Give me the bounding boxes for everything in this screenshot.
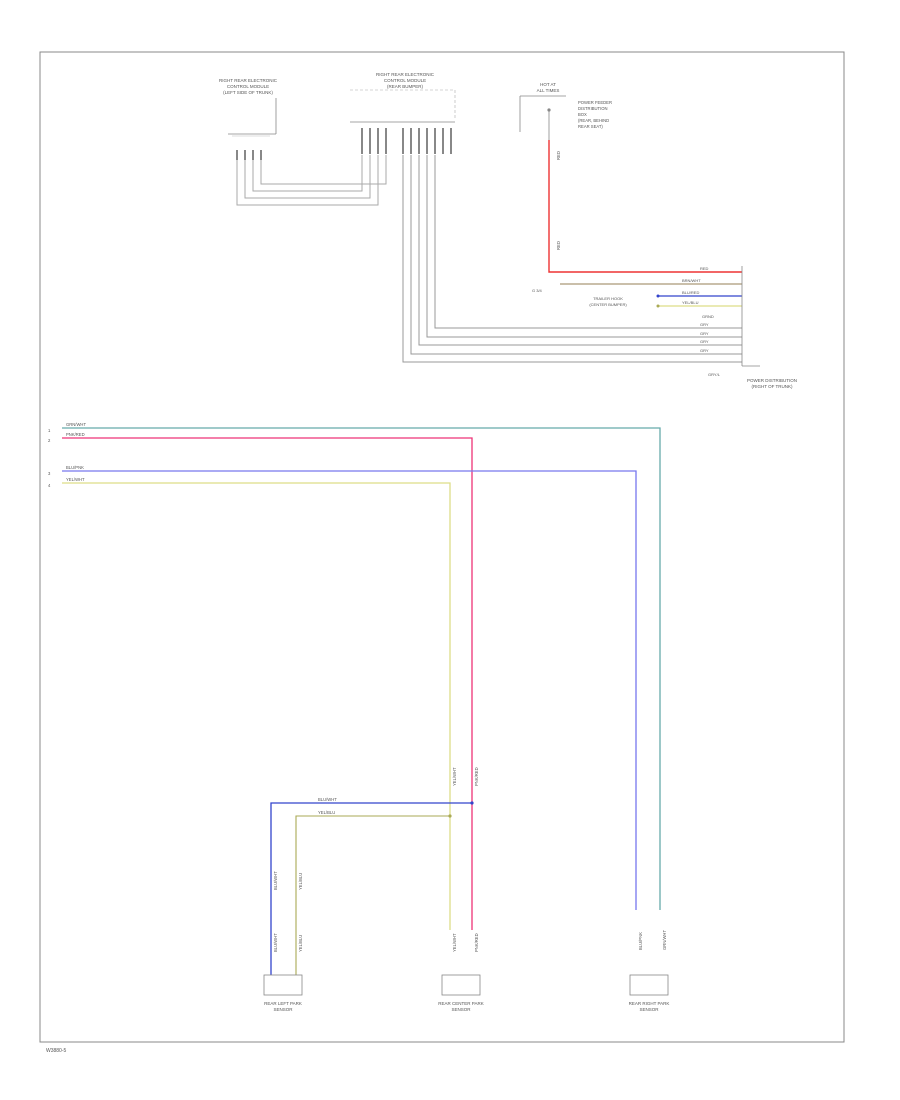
purple-bus-wire <box>62 470 637 910</box>
connector-pins <box>236 128 452 160</box>
label-red: RED <box>700 266 709 271</box>
center-module: RIGHT REAR ELECTRONIC CONTROL MODULE (RE… <box>350 72 456 123</box>
sensor-right-line-1: REAR RIGHT PARK <box>629 1001 670 1006</box>
bus-label-teal: GRN/WHT <box>66 422 86 427</box>
label-gry-3: GRY <box>700 339 709 344</box>
bus-label-purple: BLU/PNK <box>66 465 84 470</box>
hlabel-purple-short: BLU/WHT <box>318 797 337 802</box>
diagram-border <box>39 51 845 1043</box>
sensor-right-line-2: SENSOR <box>639 1007 659 1012</box>
module-link-wires <box>236 155 387 206</box>
left-module: RIGHT REAR ELECTRONIC CONTROL MODULE (LE… <box>219 78 278 137</box>
center-module-line-2: CONTROL MODULE <box>384 78 426 83</box>
red-supply-wire <box>548 140 742 273</box>
lower-vertical-labels: BLU/WHT BLU/WHT YEL/BLU YEL/BLU YEL/WHT … <box>273 871 667 952</box>
bus-label-pink: PNK/RED <box>66 432 85 437</box>
label-gry-l: GRY/L <box>708 372 721 377</box>
gray-bundle-wires <box>402 155 742 363</box>
vlabel-bl-low: BLU/WHT <box>273 933 278 952</box>
left-module-line-3: (LEFT SIDE OF TRUNK) <box>223 90 273 95</box>
fuse-info-5: REAR SEAT) <box>578 124 603 129</box>
label-top-left: G 3/4 <box>532 288 543 293</box>
fuse-box: HOT AT ALL TIMES POWER FEEDER DISTRIBUTI… <box>519 82 612 140</box>
bus-label-yellow: YEL/WHT <box>66 477 85 482</box>
fuse-info-4: (REAR, BEHIND <box>578 118 609 123</box>
bus-pin-1: 1 <box>48 428 51 433</box>
fuse-info-3: BOX <box>578 112 587 117</box>
sensor-left-line-1: REAR LEFT PARK <box>264 1001 302 1006</box>
vlabel-red-mid: PNK/RED <box>474 767 479 786</box>
diagram-footer-id: W3880-5 <box>46 1048 67 1054</box>
bus-pin-3: 3 <box>48 471 51 476</box>
red-wire-label-top: RED <box>556 151 561 160</box>
vlabel-bl2-top: YEL/BLU <box>298 873 303 890</box>
label-brn: BRN/WHT <box>682 278 701 283</box>
label-ground: GRND <box>702 314 714 319</box>
fuse-label-1: HOT AT <box>540 82 556 87</box>
right-wire-labels: RED BRN/WHT BLU/RED YEL/BLU GRND GRY GRY… <box>532 266 721 377</box>
label-yel: YEL/BLU <box>682 300 699 305</box>
fuse-label-2: ALL TIMES <box>537 88 560 93</box>
splice-label-1: TRAILER HOOK <box>593 296 623 301</box>
label-blu: BLU/RED <box>682 290 699 295</box>
vlabel-r-pur: BLU/PNK <box>638 932 643 950</box>
hlabel-yellow-short: YEL/BLU <box>318 810 335 815</box>
left-module-line-2: CONTROL MODULE <box>227 84 269 89</box>
fuse-info-2: DISTRIBUTION <box>578 106 608 111</box>
bus-pin-2: 2 <box>48 438 51 443</box>
vlabel-c-yel: YEL/WHT <box>452 933 457 952</box>
center-module-line-3: (REAR BUMPER) <box>387 84 424 89</box>
sensor-center-line-2: SENSOR <box>451 1007 471 1012</box>
bus-labels: GRN/WHT PNK/RED BLU/PNK YEL/WHT 1 2 3 4 <box>48 422 86 488</box>
pink-bus-wire <box>62 437 473 930</box>
label-gry-2: GRY <box>700 331 709 336</box>
label-gry-4: GRY <box>700 348 709 353</box>
red-wire-label-low: RED <box>556 241 561 250</box>
teal-bus-wire <box>62 427 661 910</box>
splice-label-2: (CENTER BUMPER) <box>589 302 627 307</box>
yellow-bus-wire <box>62 482 451 930</box>
vlabel-yellow-mid: YEL/WHT <box>452 767 457 786</box>
right-connector-line-2: (RIGHT OF TRUNK) <box>751 384 793 389</box>
branch-purple-wire <box>270 802 472 975</box>
right-connector: POWER DISTRIBUTION (RIGHT OF TRUNK) <box>741 266 797 389</box>
sensor-right: REAR RIGHT PARK SENSOR <box>629 974 670 1012</box>
label-gry-1: GRY <box>700 322 709 327</box>
center-module-line-1: RIGHT REAR ELECTRONIC <box>376 72 435 77</box>
fuse-info-1: POWER FEEDER <box>578 100 612 105</box>
right-connector-line-1: POWER DISTRIBUTION <box>747 378 797 383</box>
sensor-left: REAR LEFT PARK SENSOR <box>263 974 303 1012</box>
vlabel-bl-top: BLU/WHT <box>273 871 278 890</box>
sensor-center: REAR CENTER PARK SENSOR <box>438 974 484 1012</box>
sensor-left-line-2: SENSOR <box>273 1007 293 1012</box>
bus-pin-4: 4 <box>48 483 51 488</box>
left-module-line-1: RIGHT REAR ELECTRONIC <box>219 78 278 83</box>
vlabel-r-teal: GRN/WHT <box>662 930 667 950</box>
branch-yellow-wire <box>295 815 450 975</box>
vlabel-bl2-low: YEL/BLU <box>298 935 303 952</box>
vlabel-c-red: PNK/RED <box>474 933 479 952</box>
sensor-center-line-1: REAR CENTER PARK <box>438 1001 483 1006</box>
